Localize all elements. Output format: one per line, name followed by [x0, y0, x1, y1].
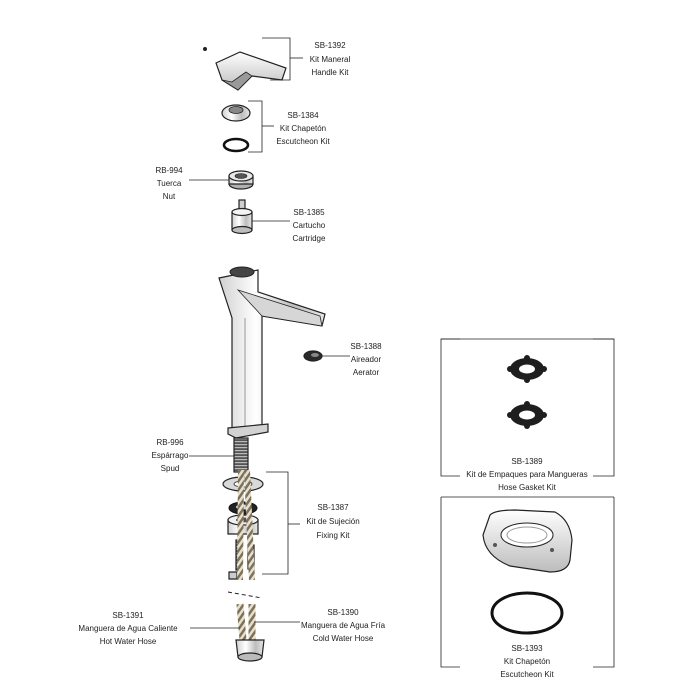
- callout-code: SB-1392: [314, 41, 346, 50]
- handle-part: [203, 47, 287, 91]
- callout-spanish: Kit Maneral: [310, 55, 351, 64]
- callout-rb994: RB-994 Tuerca Nut: [155, 166, 183, 201]
- callout-spanish: Tuerca: [157, 179, 182, 188]
- hose-gasket-lower: [507, 401, 547, 429]
- escutcheon-plate: [482, 509, 573, 573]
- callout-spanish: Kit de Sujeción: [306, 517, 359, 526]
- callout-english: Escutcheon Kit: [500, 670, 554, 679]
- escutcheon-o-ring: [490, 591, 564, 635]
- hoses-part: [227, 469, 265, 662]
- callout-sb1388: SB-1388 Aireador Aerator: [350, 342, 382, 377]
- callout-code: SB-1393: [511, 644, 543, 653]
- callout-english: Spud: [161, 464, 180, 473]
- callout-spanish: Manguera de Agua Caliente: [78, 624, 178, 633]
- callout-english: Handle Kit: [312, 68, 350, 77]
- callout-sb1389: SB-1389 Kit de Empaques para Mangueras H…: [466, 457, 587, 492]
- aerator-part: [303, 350, 323, 362]
- cartridge-part: [231, 199, 253, 235]
- callout-spanish: Espárrago: [152, 451, 189, 460]
- callout-english: Fixing Kit: [317, 531, 351, 540]
- callout-english: Cartridge: [293, 234, 326, 243]
- escutcheon-cap-part: [221, 104, 251, 153]
- callout-english: Escutcheon Kit: [276, 137, 330, 146]
- spud-part: [233, 437, 249, 473]
- callout-spanish: Aireador: [351, 355, 382, 364]
- callout-english: Nut: [163, 192, 176, 201]
- callout-code: SB-1391: [112, 611, 144, 620]
- callout-spanish: Kit Chapetón: [504, 657, 550, 666]
- callout-sb1392: SB-1392 Kit Maneral Handle Kit: [310, 41, 351, 77]
- callout-code: SB-1388: [350, 342, 382, 351]
- callout-sb1385: SB-1385 Cartucho Cartridge: [293, 208, 326, 243]
- callout-spanish: Kit de Empaques para Mangueras: [466, 470, 587, 479]
- callout-code: RB-994: [155, 166, 183, 175]
- leader-lines: [189, 37, 350, 629]
- faucet-body-part: [218, 266, 326, 439]
- nut-part: [228, 170, 254, 190]
- callout-sb1387: SB-1387 Kit de Sujeción Fixing Kit: [306, 503, 359, 540]
- callout-sb1391: SB-1391 Manguera de Agua Caliente Hot Wa…: [78, 611, 178, 646]
- callout-code: SB-1390: [327, 608, 359, 617]
- callout-english: Hose Gasket Kit: [498, 483, 557, 492]
- hose-gasket-upper: [507, 355, 547, 383]
- callout-spanish: Kit Chapetón: [280, 124, 326, 133]
- callout-code: SB-1385: [293, 208, 325, 217]
- callout-code: RB-996: [156, 438, 184, 447]
- callout-english: Hot Water Hose: [100, 637, 157, 646]
- callout-sb1384: SB-1384 Kit Chapetón Escutcheon Kit: [276, 111, 330, 146]
- callout-code: SB-1389: [511, 457, 543, 466]
- escutcheon-kit-box: [440, 496, 615, 668]
- callout-code: SB-1387: [317, 503, 349, 512]
- callout-sb1393: SB-1393 Kit Chapetón Escutcheon Kit: [500, 644, 554, 679]
- callout-code: SB-1384: [287, 111, 319, 120]
- callout-english: Aerator: [353, 368, 380, 377]
- callout-spanish: Cartucho: [293, 221, 326, 230]
- callout-sb1390: SB-1390 Manguera de Agua Fría Cold Water…: [301, 608, 386, 643]
- callout-rb996: RB-996 Espárrago Spud: [152, 438, 189, 473]
- hose-gasket-kit-box: [440, 338, 615, 477]
- callout-spanish: Manguera de Agua Fría: [301, 621, 386, 630]
- callout-english: Cold Water Hose: [313, 634, 374, 643]
